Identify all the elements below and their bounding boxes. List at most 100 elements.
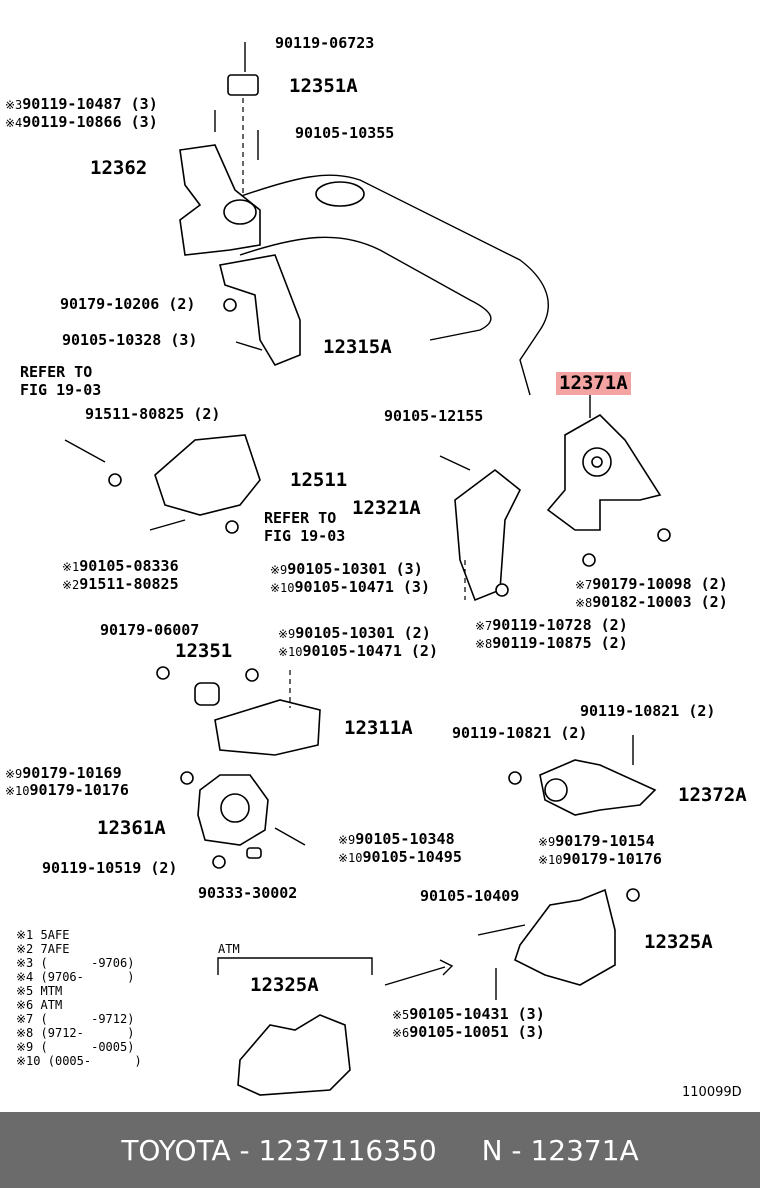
label-90105-08336[interactable]: ※190105-08336 <box>62 557 179 575</box>
mark-1: ※1 <box>62 560 80 574</box>
part-12372A <box>539 759 657 816</box>
mark-9e: ※9 <box>538 835 556 849</box>
atm-bracket-line <box>217 957 373 975</box>
mark-10b: ※10 <box>278 645 303 659</box>
mark-3: ※3 <box>5 98 23 112</box>
footer-brand: TOYOTA <box>121 1133 231 1167</box>
mark-9c: ※9 <box>5 767 23 781</box>
mark-6: ※6 <box>392 1026 410 1040</box>
label-12325A-right[interactable]: 12325A <box>644 931 713 953</box>
legend-row: ※5 MTM <box>16 984 63 998</box>
label-90105-12155[interactable]: 90105-12155 <box>384 407 484 425</box>
legend: ※1 5AFE ※2 7AFE ※3 ( -9706) ※4 (9706- ) … <box>16 928 142 1068</box>
mark-5: ※5 <box>392 1008 410 1022</box>
label-90119-10821-a[interactable]: 90119-10821 (2) <box>580 702 716 720</box>
label-90105-10051[interactable]: ※690105-10051 (3) <box>392 1023 545 1041</box>
label-90105-10301-3[interactable]: ※990105-10301 (3) <box>270 560 423 578</box>
label-91511-80825[interactable]: ※291511-80825 <box>62 575 179 593</box>
part-12511 <box>154 434 261 516</box>
legend-row: ※7 ( -9712) <box>16 1012 135 1026</box>
label-refer-to-2[interactable]: REFER TO <box>264 509 337 527</box>
footer-part-code: 12371A <box>530 1133 639 1167</box>
label-fig-19-03-1[interactable]: FIG 19-03 <box>20 381 102 399</box>
label-12362[interactable]: 12362 <box>90 157 148 179</box>
label-90105-10409[interactable]: 90105-10409 <box>420 887 520 905</box>
parts-diagram: 90119-06723 12351A ※390119-10487 (3) ※49… <box>5 34 747 1100</box>
label-90119-10821-b[interactable]: 90119-10821 (2) <box>452 724 588 742</box>
mark-4: ※4 <box>5 116 23 130</box>
mark-9: ※9 <box>270 563 288 577</box>
engine-cap <box>315 181 365 207</box>
label-90105-10471-2[interactable]: ※1090105-10471 (2) <box>278 642 438 660</box>
legend-row: ※6 ATM <box>16 998 63 1012</box>
label-12315A[interactable]: 12315A <box>323 336 392 358</box>
mark-9d: ※9 <box>338 833 356 847</box>
label-90119-06723[interactable]: 90119-06723 <box>275 34 375 52</box>
legend-row: ※3 ( -9706) <box>16 956 135 970</box>
label-90105-10495[interactable]: ※1090105-10495 <box>338 848 462 866</box>
label-12361A[interactable]: 12361A <box>97 817 166 839</box>
legend-row: ※8 (9712- ) <box>16 1026 135 1040</box>
label-12372A[interactable]: 12372A <box>678 784 747 806</box>
label-90182-10003[interactable]: ※890182-10003 (2) <box>575 593 728 611</box>
label-12321A[interactable]: 12321A <box>352 497 421 519</box>
mark-7b: ※7 <box>475 619 493 633</box>
mark-2: ※2 <box>62 578 80 592</box>
label-90105-10431[interactable]: ※590105-10431 (3) <box>392 1005 545 1023</box>
label-12311A[interactable]: 12311A <box>344 717 413 739</box>
mark-8b: ※8 <box>475 637 493 651</box>
mark-10: ※10 <box>270 581 295 595</box>
mark-8: ※8 <box>575 596 593 610</box>
label-12511[interactable]: 12511 <box>290 469 348 491</box>
legend-row: ※4 (9706- ) <box>16 970 135 984</box>
label-90105-10348[interactable]: ※990105-10348 <box>338 830 455 848</box>
mark-10e: ※10 <box>538 853 563 867</box>
label-90179-10206[interactable]: 90179-10206 (2) <box>60 295 196 313</box>
part-12351A <box>227 74 259 96</box>
label-90333-30002[interactable]: 90333-30002 <box>198 884 298 902</box>
mark-10d: ※10 <box>338 851 363 865</box>
label-90179-10098[interactable]: ※790179-10098 (2) <box>575 575 728 593</box>
label-12371A-highlighted[interactable]: 12371A <box>556 372 631 395</box>
label-90179-10176-a[interactable]: ※1090179-10176 <box>5 781 129 799</box>
part-12351 <box>194 682 220 706</box>
label-fig-19-03-2[interactable]: FIG 19-03 <box>264 527 346 545</box>
label-90179-10169[interactable]: ※990179-10169 <box>5 764 122 782</box>
footer-bar: TOYOTA - 1237116350 N - 12371A <box>0 1112 760 1188</box>
direction-arrow <box>384 959 454 986</box>
mark-7: ※7 <box>575 578 593 592</box>
footer-sep-1: - <box>230 1133 259 1167</box>
mark-10c: ※10 <box>5 784 30 798</box>
part-12321A <box>454 468 522 602</box>
figure-code: 110099D <box>682 1085 742 1100</box>
legend-row: ※1 5AFE <box>16 928 70 942</box>
label-90105-10471-3[interactable]: ※1090105-10471 (3) <box>270 578 430 596</box>
label-90119-10875[interactable]: ※890119-10875 (2) <box>475 634 628 652</box>
label-refer-to-1[interactable]: REFER TO <box>20 363 93 381</box>
label-90179-10154[interactable]: ※990179-10154 <box>538 832 655 850</box>
label-90119-10487[interactable]: ※390119-10487 (3) <box>5 95 158 113</box>
part-12325A-left <box>237 1014 351 1096</box>
mark-9b: ※9 <box>278 627 296 641</box>
label-12351[interactable]: 12351 <box>175 640 233 662</box>
label-90119-10728[interactable]: ※790119-10728 (2) <box>475 616 628 634</box>
part-12315A <box>219 254 301 366</box>
label-12351A[interactable]: 12351A <box>289 75 358 97</box>
label-90179-06007[interactable]: 90179-06007 <box>100 621 200 639</box>
label-90105-10301-2[interactable]: ※990105-10301 (2) <box>278 624 431 642</box>
label-atm: ATM <box>218 942 240 956</box>
label-90179-10176-b[interactable]: ※1090179-10176 <box>538 850 662 868</box>
part-12362 <box>179 144 261 256</box>
legend-row: ※9 ( -0005) <box>16 1040 135 1054</box>
part-12325A-right <box>514 888 616 986</box>
footer-part-number: 1237116350 <box>258 1133 437 1167</box>
label-90119-10866[interactable]: ※490119-10866 (3) <box>5 113 158 131</box>
label-90105-10355[interactable]: 90105-10355 <box>295 124 395 142</box>
label-12325A-left[interactable]: 12325A <box>250 974 319 996</box>
part-12311A <box>214 699 321 756</box>
footer-sep-2: N - <box>472 1133 531 1167</box>
engine-outline <box>229 174 549 396</box>
label-91511-80825-2[interactable]: 91511-80825 (2) <box>85 405 221 423</box>
label-90119-10519[interactable]: 90119-10519 (2) <box>42 859 178 877</box>
label-90105-10328[interactable]: 90105-10328 (3) <box>62 331 198 349</box>
